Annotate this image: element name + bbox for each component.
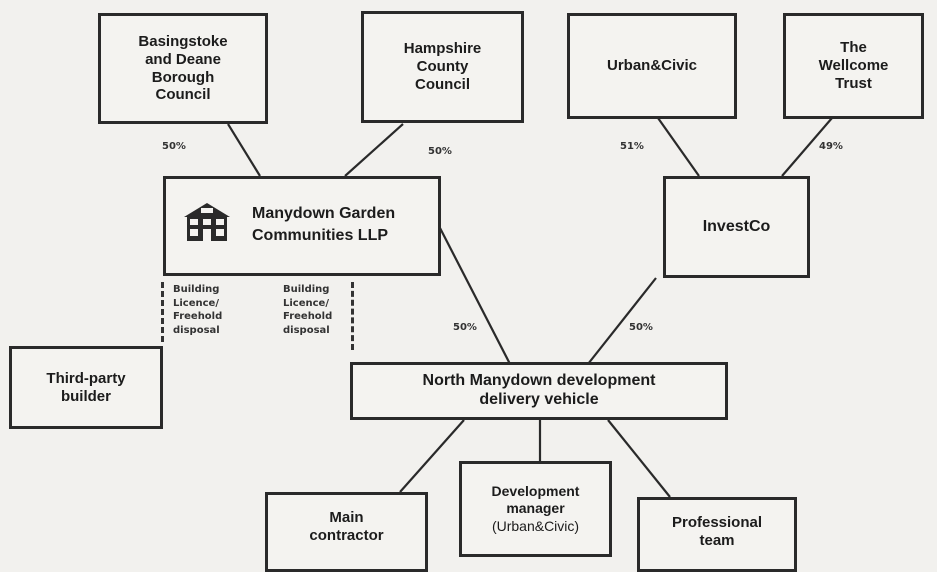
development-manager-label: Development manager: [491, 483, 580, 516]
hampshire-council-box: Hampshire County Council: [361, 11, 524, 123]
wellcome-trust-label: The Wellcome Trust: [818, 39, 889, 92]
manydown-llp-label: Manydown Garden Communities LLP: [252, 205, 396, 244]
dashed-line-right: [351, 282, 354, 350]
delivery-vehicle-box: North Manydown development delivery vehi…: [350, 362, 728, 420]
dashed-line-left: [161, 282, 164, 342]
development-manager-box: Development manager (Urban&Civic): [459, 461, 612, 557]
investco-label: InvestCo: [702, 217, 771, 235]
line-llp-vehicle: [439, 227, 511, 365]
line-basingstoke-llp: [227, 123, 261, 177]
manydown-llp-box: Manydown Garden Communities LLP: [163, 176, 441, 276]
basingstoke-council-label: Basingstoke and Deane Borough Council: [138, 33, 228, 104]
note-building-licence-right: Building Licence/ Freehold disposal: [283, 284, 333, 336]
line-wellcome-investco: [781, 117, 833, 177]
development-manager-sub: (Urban&Civic): [491, 518, 580, 535]
pct-basingstoke-llp: 50%: [162, 141, 186, 152]
note-building-licence-left: Building Licence/ Freehold disposal: [173, 284, 223, 336]
line-investco-vehicle: [587, 277, 657, 365]
line-hampshire-llp: [344, 123, 404, 177]
main-contractor-box: Main contractor: [265, 492, 428, 572]
main-contractor-label: Main contractor: [309, 509, 384, 544]
urban-civic-box: Urban&Civic: [567, 13, 737, 119]
wellcome-trust-box: The Wellcome Trust: [783, 13, 924, 119]
line-urbancivic-investco: [657, 117, 700, 177]
third-party-builder-box: Third-party builder: [9, 346, 163, 429]
hampshire-council-label: Hampshire County Council: [403, 40, 482, 93]
urban-civic-label: Urban&Civic: [606, 57, 698, 75]
basingstoke-council-box: Basingstoke and Deane Borough Council: [98, 13, 268, 124]
pct-hampshire-llp: 50%: [428, 146, 452, 157]
line-vehicle-professional: [607, 419, 671, 498]
investco-box: InvestCo: [663, 176, 810, 278]
line-vehicle-contractor: [399, 419, 465, 493]
house-icon: [184, 203, 230, 241]
pct-wellcome-investco: 49%: [819, 141, 843, 152]
pct-llp-vehicle: 50%: [453, 322, 477, 333]
pct-urbancivic-investco: 51%: [620, 141, 644, 152]
professional-team-label: Professional team: [671, 514, 763, 549]
delivery-vehicle-label: North Manydown development delivery vehi…: [422, 372, 656, 408]
pct-investco-vehicle: 50%: [629, 322, 653, 333]
professional-team-box: Professional team: [637, 497, 797, 572]
third-party-builder-label: Third-party builder: [46, 369, 126, 405]
